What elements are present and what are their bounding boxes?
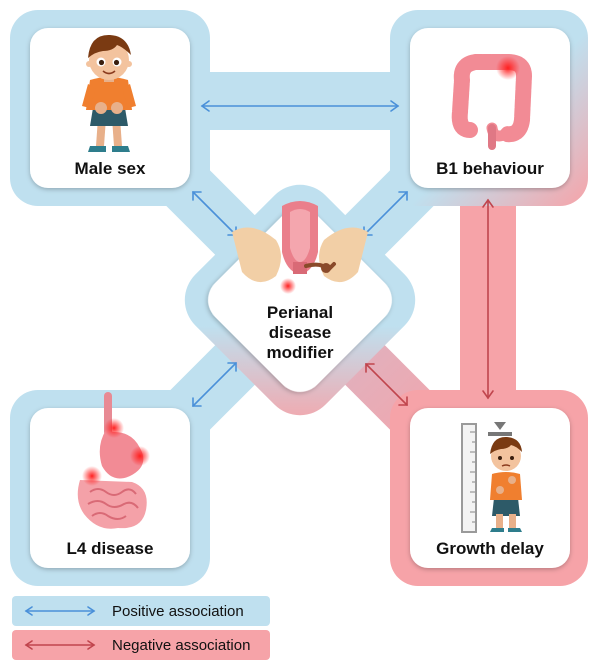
positive-arrows (192, 100, 408, 407)
legend-positive-label: Positive association (112, 602, 244, 620)
center-label-line1: Perianal (267, 303, 333, 322)
node-label-male-sex: Male sex (75, 159, 146, 178)
center-label-line3: modifier (266, 343, 333, 362)
small-boy-icon (490, 436, 522, 532)
negative-arrows (365, 198, 494, 406)
legend-negative-label: Negative association (112, 636, 251, 654)
node-label-b1-behaviour: B1 behaviour (436, 159, 544, 178)
boy-icon (82, 34, 136, 152)
perianal-anatomy-icon (232, 201, 368, 294)
center-label-line2: disease (269, 323, 331, 342)
digestive-tract-icon (77, 392, 150, 529)
double-arrow-icon (24, 606, 96, 616)
growth-chart-icon (461, 422, 512, 533)
arrow-b1-growth (482, 198, 494, 400)
double-arrow-icon (24, 640, 96, 650)
arrow-l4-center (192, 362, 237, 407)
arrow-male-b1 (200, 100, 400, 112)
arrow-center-growth (365, 363, 408, 406)
legend-negative: Negative association (12, 630, 270, 660)
legend-positive: Positive association (12, 596, 270, 626)
node-label-l4-disease: L4 disease (67, 539, 154, 558)
node-label-growth-delay: Growth delay (436, 539, 544, 558)
height-ruler-icon (461, 423, 477, 533)
growth-delay-card (410, 408, 570, 568)
down-triangle-icon (494, 422, 506, 430)
colon-icon (451, 54, 533, 150)
